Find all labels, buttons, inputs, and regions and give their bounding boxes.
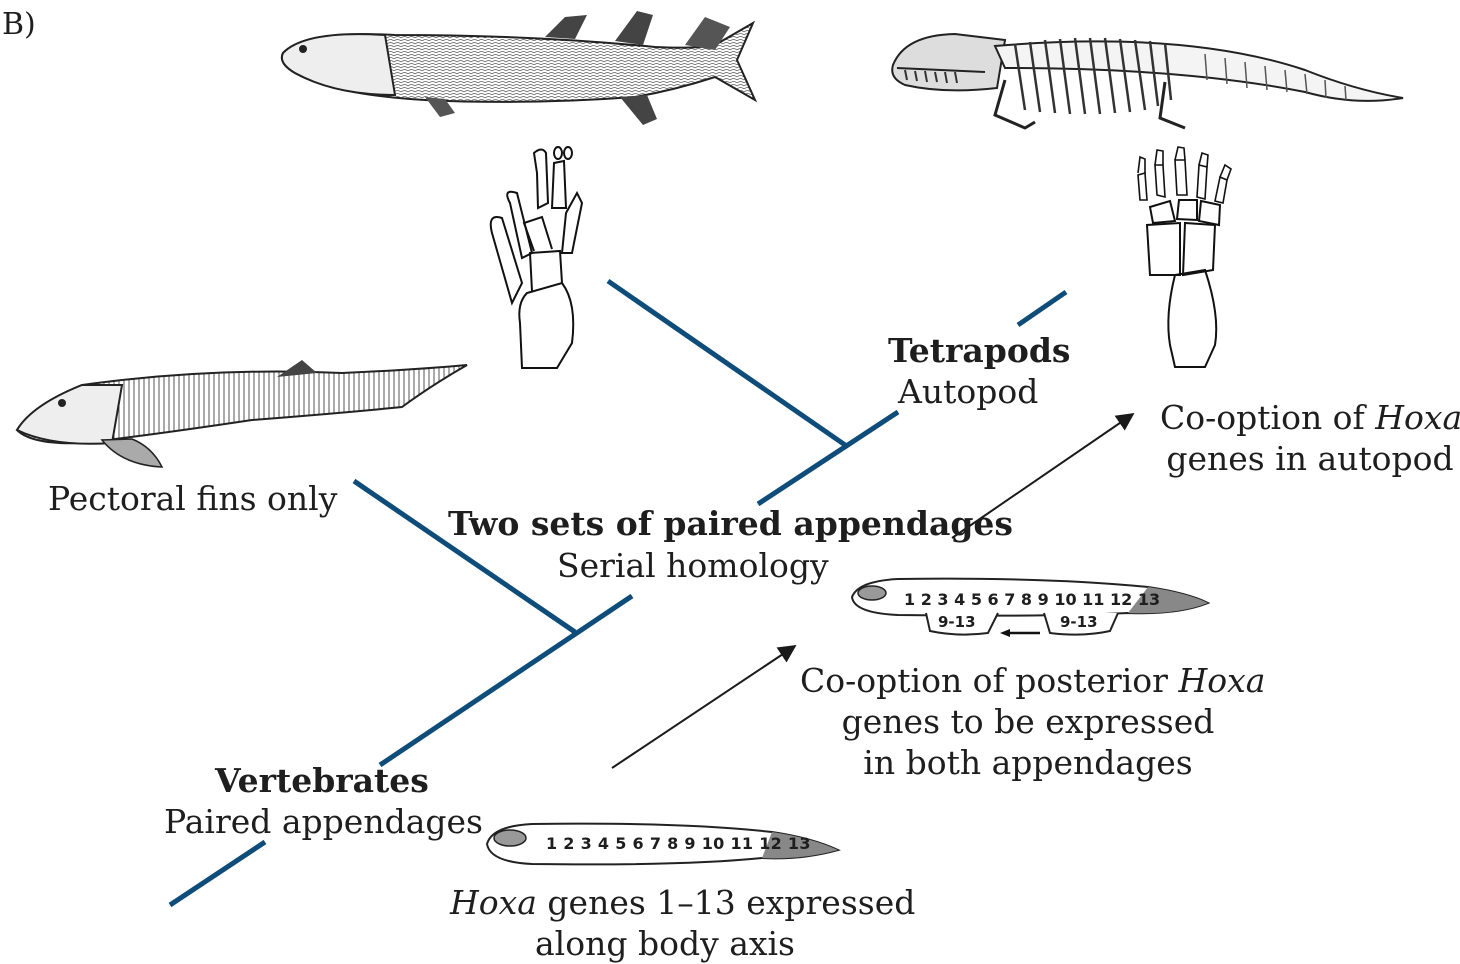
lobe-finned-fish-illustration <box>275 5 760 135</box>
embryo-stage2-outline <box>848 575 1210 645</box>
autopod-cooption-line1-pre: Co-option of <box>1160 398 1375 437</box>
fin-skeleton-illustration <box>482 143 592 371</box>
embryo-stage2-fin-back: 9-13 <box>1060 613 1098 631</box>
tip-pectoral-fins: Pectoral fins only <box>48 478 337 519</box>
embryo-stage1-caption: Hoxa genes 1–13 expressed along body axi… <box>450 882 880 964</box>
embryo-stage1-caption-line1: Hoxa genes 1–13 expressed <box>450 882 880 923</box>
embryo-stage2-caption-line3: in both appendages <box>800 742 1256 783</box>
clade-two-sets-name: Two sets of paired appendages <box>448 503 1013 544</box>
autopod-cooption-caption: Co-option of Hoxa genes in autopod <box>1160 397 1460 479</box>
clade-tetrapods-trait: Autopod <box>898 371 1038 412</box>
tree-trunk-top <box>1018 292 1066 325</box>
embryo-stage2-caption-line1-italic: Hoxa <box>1178 661 1265 700</box>
embryo-stage2-caption: Co-option of posterior Hoxa genes to be … <box>800 660 1256 783</box>
embryo-stage2-caption-line1: Co-option of posterior Hoxa <box>800 660 1256 701</box>
embryo-stage2-caption-line1-pre: Co-option of posterior <box>800 661 1178 700</box>
embryo-stage1-caption-rest: genes 1–13 expressed <box>537 883 915 922</box>
limb-skeleton-illustration <box>1135 145 1235 370</box>
embryo-stage2-fin-front: 9-13 <box>938 613 976 631</box>
clade-tetrapods-name: Tetrapods <box>888 330 1071 371</box>
autopod-cooption-line2: genes in autopod <box>1160 438 1460 479</box>
autopod-cooption-line1: Co-option of Hoxa <box>1160 397 1460 438</box>
tree-trunk-lower <box>170 842 265 905</box>
embryo-stage2-caption-line2: genes to be expressed <box>800 701 1256 742</box>
embryo-stage1-caption-line2: along body axis <box>450 923 880 964</box>
tree-trunk-mid <box>380 596 632 765</box>
embryo-stage2-numbers: 1 2 3 4 5 6 7 8 9 10 11 12 13 <box>904 590 1160 609</box>
arrow-stage1-to-stage2 <box>612 646 795 768</box>
embryo-stage1-numbers: 1 2 3 4 5 6 7 8 9 10 11 12 13 <box>546 834 811 853</box>
jawless-fish-illustration <box>12 355 472 475</box>
autopod-cooption-line1-italic: Hoxa <box>1375 398 1460 437</box>
clade-two-sets-trait: Serial homology <box>557 545 829 586</box>
embryo-stage1: 1 2 3 4 5 6 7 8 9 10 11 12 13 <box>482 818 842 870</box>
early-tetrapod-skeleton-illustration <box>885 10 1410 135</box>
tree-branch-fin <box>608 281 848 447</box>
embryo-stage1-caption-italic: Hoxa <box>450 883 537 922</box>
embryo-stage2: 1 2 3 4 5 6 7 8 9 10 11 12 13 9-13 9-13 <box>848 575 1210 645</box>
tree-trunk-upper <box>758 412 898 504</box>
clade-vertebrates-name: Vertebrates <box>215 760 429 801</box>
clade-vertebrates-trait: Paired appendages <box>164 801 483 842</box>
